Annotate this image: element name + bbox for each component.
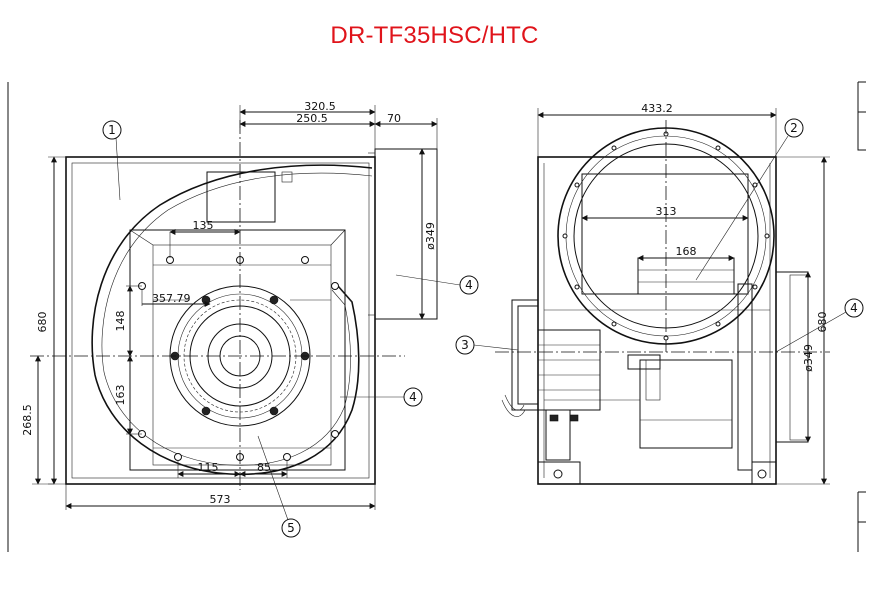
dim-offset: 357.79 (152, 292, 191, 305)
outlet-flange (374, 148, 438, 320)
dim-top-c: 70 (387, 112, 401, 125)
side-view: 433.2 313 168 (455, 81, 866, 552)
balloon-outlet (459, 275, 479, 295)
balloon-motor (455, 335, 475, 355)
dim-v-upper: 148 (114, 311, 127, 332)
front-view: 320.5 250.5 70 ø349 135 357.79 680 148 1… (7, 82, 479, 552)
drawing-title: DR-TF35HSC/HTC (330, 22, 539, 49)
dim-bolt-spacing: 135 (193, 219, 214, 232)
balloon-scroll (403, 387, 423, 407)
dim-top-b: 250.5 (296, 112, 328, 125)
dim-width: 573 (210, 493, 231, 506)
dim-center-height: 268.5 (21, 404, 34, 436)
dim-side-height: 680 (816, 312, 829, 333)
base-plate (129, 229, 346, 471)
dim-outlet-diameter: ø349 (424, 222, 437, 250)
junction-box (206, 171, 276, 223)
casing-frame (65, 156, 376, 485)
dim-side-width: 433.2 (641, 102, 673, 115)
balloon-base (281, 518, 301, 538)
scroll-housing (91, 164, 373, 476)
svg-text:5: 5 (287, 521, 295, 535)
svg-text:3: 3 (461, 338, 469, 352)
dim-base-a: 115 (198, 461, 219, 474)
dim-v-lower: 163 (114, 385, 127, 406)
dim-motor-plate: 168 (676, 245, 697, 258)
svg-text:4: 4 (465, 278, 473, 292)
balloon-casing (102, 120, 122, 140)
svg-text:1: 1 (108, 123, 116, 137)
dim-side-outlet-diameter: ø349 (802, 344, 815, 372)
mounting-holes (138, 256, 339, 461)
svg-text:4: 4 (409, 390, 417, 404)
dim-height: 680 (36, 312, 49, 333)
inlet-ring-holes (562, 131, 770, 341)
svg-text:2: 2 (790, 121, 798, 135)
dim-base-b: 85 (257, 461, 271, 474)
svg-text:4: 4 (850, 301, 858, 315)
balloon-side-outlet (844, 298, 864, 318)
side-motor (501, 299, 661, 461)
balloon-inlet-ring (784, 118, 804, 138)
dim-top-a: 320.5 (304, 100, 336, 113)
